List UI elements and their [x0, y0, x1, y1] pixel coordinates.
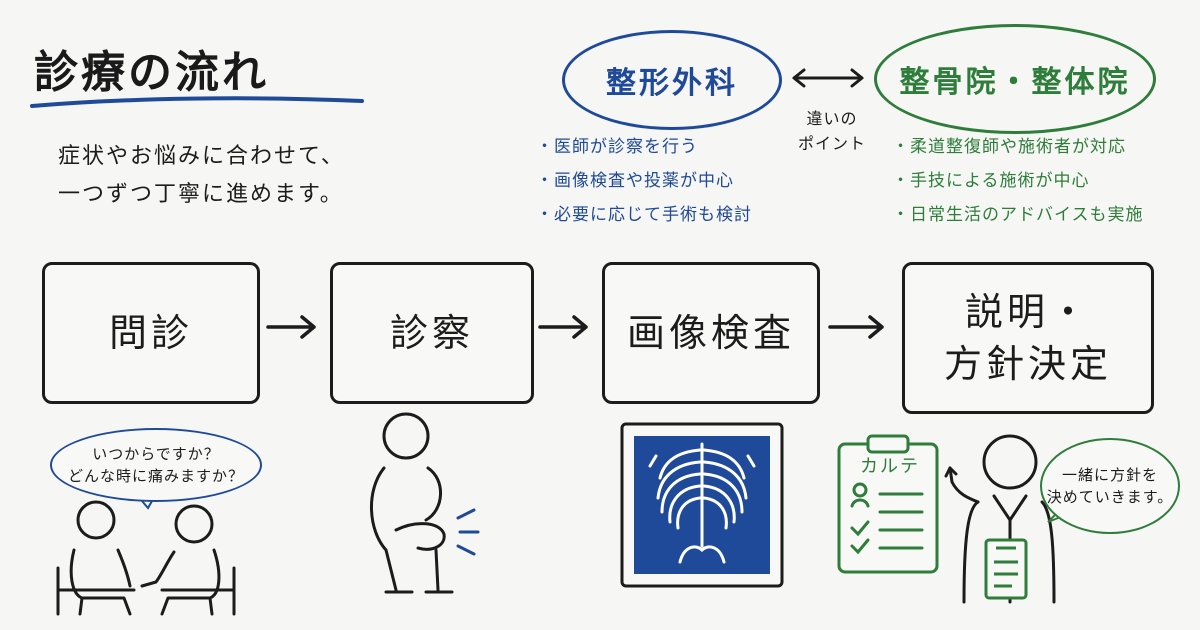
orthopedics-points: 医師が診察を行う 画像検査や投薬が中心 必要に応じて手術も検討	[536, 130, 752, 232]
page-title: 診療の流れ	[34, 47, 269, 98]
intro-line-2: 一つずつ丁寧に進めます。	[58, 182, 344, 207]
list-item: 柔道整復師や施術者が対応	[892, 130, 1144, 164]
orthopedics-label: 整形外科	[562, 30, 782, 130]
consultation-bubble-line-2: どんな時に痛みますか？	[67, 467, 244, 485]
step-interview: 問診	[42, 262, 260, 404]
arrow-right-icon	[538, 315, 588, 339]
bonesetter-label: 整骨院・整体院	[874, 24, 1156, 134]
knee-pain-illustration	[370, 412, 480, 594]
step-explanation-line-1: 説明・	[964, 290, 1091, 334]
step-explanation: 説明・ 方針決定	[902, 262, 1154, 414]
step-examination: 診察	[330, 262, 534, 404]
title-underline	[30, 96, 364, 108]
consultation-bubble-line-1: いつからですか？	[92, 445, 220, 463]
arrow-right-icon	[828, 315, 884, 339]
double-arrow-icon	[792, 68, 864, 88]
list-item: 医師が診察を行う	[536, 130, 752, 164]
doctor-illustration	[944, 434, 1056, 604]
consultation-speech-bubble: いつからですか？ どんな時に痛みますか？	[50, 428, 262, 502]
difference-point-label: 違いの ポイント	[782, 106, 882, 156]
step-explanation-line-2: 方針決定	[943, 342, 1112, 386]
difference-point-line-2: ポイント	[797, 134, 866, 153]
explanation-bubble-line-1: 一緒に方針を	[1061, 466, 1158, 484]
bonesetter-points: 柔道整復師や施術者が対応 手技による施術が中心 日常生活のアドバイスも実施	[892, 130, 1144, 232]
list-item: 画像検査や投薬が中心	[536, 164, 752, 198]
explanation-speech-bubble: 一緒に方針を 決めていきます。	[1040, 438, 1180, 534]
arrow-right-icon	[266, 315, 316, 339]
doctor-patient-illustration	[56, 500, 236, 616]
medical-chart-label: カルテ	[860, 456, 920, 477]
medical-chart-icon	[837, 434, 939, 574]
list-item: 必要に応じて手術も検討	[536, 198, 752, 232]
explanation-bubble-line-2: 決めていきます。	[1046, 488, 1174, 506]
intro-line-1: 症状やお悩みに合わせて、	[58, 144, 345, 169]
list-item: 日常生活のアドバイスも実施	[892, 198, 1144, 232]
step-imaging: 画像検査	[602, 262, 820, 404]
difference-point-line-1: 違いの	[806, 109, 858, 128]
list-item: 手技による施術が中心	[892, 164, 1144, 198]
xray-image	[620, 422, 784, 588]
